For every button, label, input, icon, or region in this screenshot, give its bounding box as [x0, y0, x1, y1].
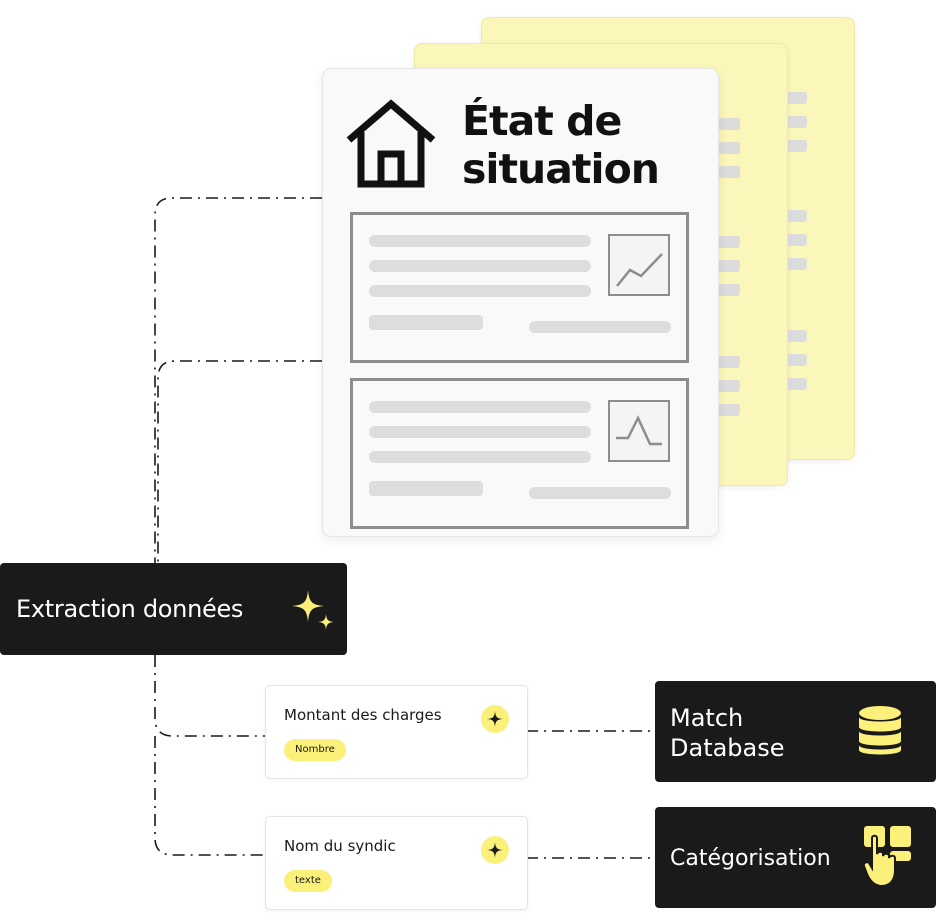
connector-doc-section — [157, 360, 322, 563]
match-database-block: Match Database — [655, 681, 936, 782]
extraction-label: Extraction données — [16, 595, 244, 623]
field-label: Montant des charges — [284, 706, 442, 724]
document-page: État de situation — [322, 68, 719, 537]
sparkle-icon — [292, 590, 334, 630]
title-line-1: État de — [462, 97, 622, 145]
categorisation-label: Catégorisation — [670, 846, 831, 871]
connector-to-field-2 — [154, 736, 265, 856]
field-card-montant[interactable]: Montant des charges Nombre — [265, 685, 528, 779]
line-chart-icon — [608, 234, 670, 296]
document-title: État de situation — [462, 97, 702, 193]
extraction-block: Extraction données — [0, 563, 347, 655]
connector-doc-top — [154, 197, 322, 563]
match-database-label: Match Database — [670, 703, 830, 763]
house-icon — [346, 99, 436, 188]
field-type-badge: Nombre — [284, 739, 346, 761]
field-label: Nom du syndic — [284, 837, 396, 855]
hand-touch-icon — [864, 826, 911, 888]
field-card-syndic[interactable]: Nom du syndic texte — [265, 816, 528, 910]
categorisation-block: Catégorisation — [655, 807, 936, 908]
match-label-line-1: Match — [670, 704, 744, 732]
match-label-line-2: Database — [670, 734, 785, 762]
document-section-2 — [350, 378, 689, 529]
peak-chart-icon — [608, 400, 670, 462]
document-section-1 — [350, 212, 689, 363]
field-type-badge: texte — [284, 870, 332, 892]
sparkle-icon — [481, 836, 509, 864]
title-line-2: situation — [462, 145, 660, 193]
database-icon — [859, 706, 901, 755]
connector-to-field-1 — [154, 655, 265, 737]
sparkle-icon — [481, 705, 509, 733]
